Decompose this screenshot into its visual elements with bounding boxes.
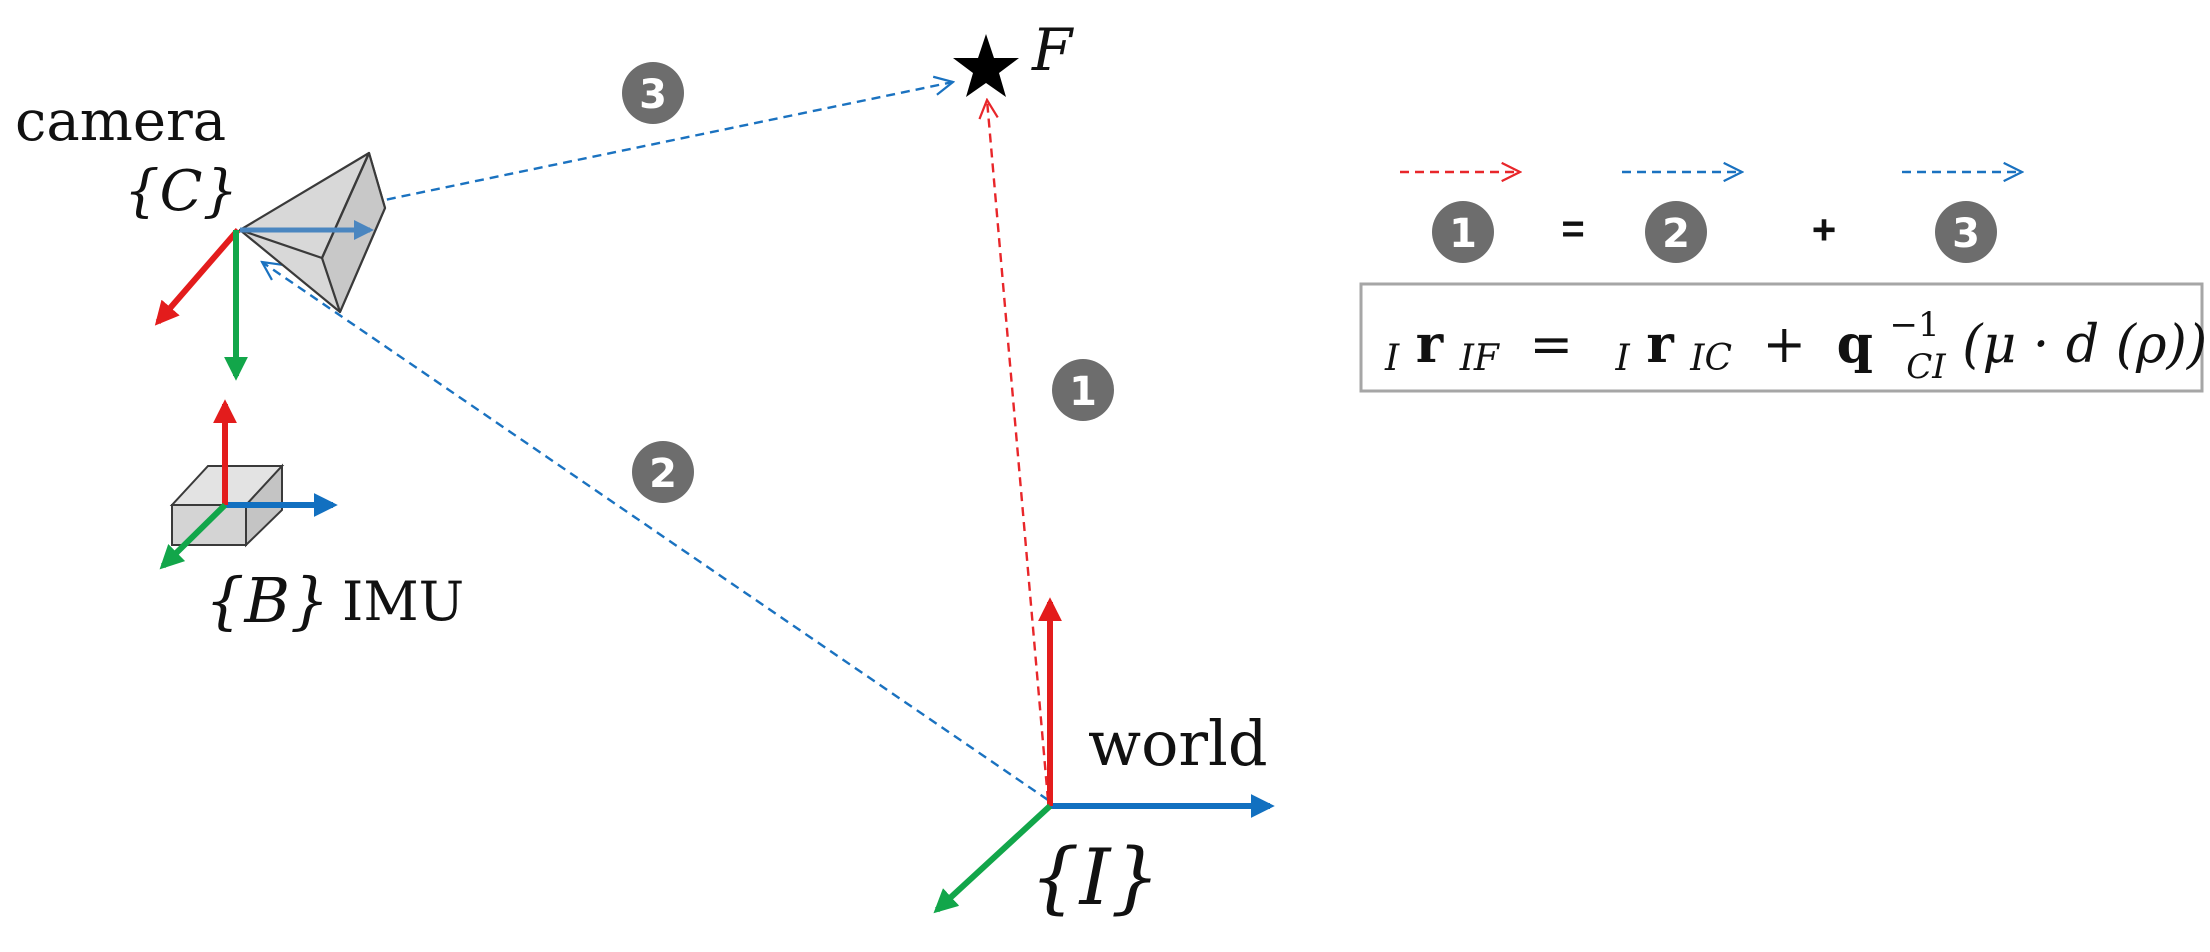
eq-q-sup: −1: [1890, 305, 1940, 345]
camera-frame-label: {C}: [124, 159, 238, 224]
svg-text:3: 3: [639, 72, 667, 118]
imu-frame-label: {B}: [205, 564, 329, 637]
camera-label: camera: [15, 89, 226, 154]
svg-text:2: 2: [649, 451, 677, 497]
equation: I r IF = I r IC + q −1 CI (μ · d (ρ)): [1384, 289, 2207, 391]
legend-equals: =: [1561, 207, 1584, 251]
world-label: world: [1088, 707, 1268, 780]
eq-q-sub: CI: [1906, 347, 1946, 387]
vector-2-world-to-camera: [262, 262, 1049, 801]
eq-plus: +: [1763, 315, 1807, 375]
eq-paren: (μ ·: [1962, 315, 2066, 375]
eq-lhs-presub: I: [1384, 338, 1400, 379]
eq-lhs-sub: IF: [1459, 338, 1501, 379]
badge-1-legend: 1: [1432, 201, 1494, 263]
badge-2-diagram: 2: [632, 441, 694, 503]
svg-text:1: 1: [1449, 211, 1477, 257]
svg-text:2: 2: [1662, 211, 1690, 257]
eq-d: d: [2066, 315, 2099, 375]
eq-rho: (ρ)): [2116, 315, 2207, 375]
equation-box: [1359, 282, 2204, 393]
legend-plus: +: [1812, 206, 1837, 253]
star-icon: [953, 34, 1019, 97]
eq-term1-presub: I: [1615, 338, 1631, 379]
badge-3-legend: 3: [1935, 201, 1997, 263]
svg-text:1: 1: [1069, 369, 1097, 415]
imu-axis-y: [159, 502, 228, 570]
badge-1-diagram: 1: [1052, 359, 1114, 421]
svg-text:3: 3: [1952, 211, 1980, 257]
badge-3-diagram: 3: [622, 62, 684, 124]
vector-1-world-to-feature: [987, 100, 1050, 801]
eq-lhs-r: r: [1416, 314, 1444, 375]
world-frame-label: {I}: [1030, 833, 1160, 923]
eq-term1-r: r: [1646, 314, 1674, 375]
camera-axis-x: [154, 228, 241, 326]
eq-term1-sub: IC: [1689, 338, 1732, 379]
eq-equals: =: [1529, 315, 1573, 375]
world-axis-y: [933, 803, 1053, 914]
badge-2-legend: 2: [1645, 201, 1707, 263]
feature-label: F: [1031, 16, 1074, 84]
eq-q: q: [1837, 314, 1873, 375]
imu-label: IMU: [342, 570, 464, 633]
